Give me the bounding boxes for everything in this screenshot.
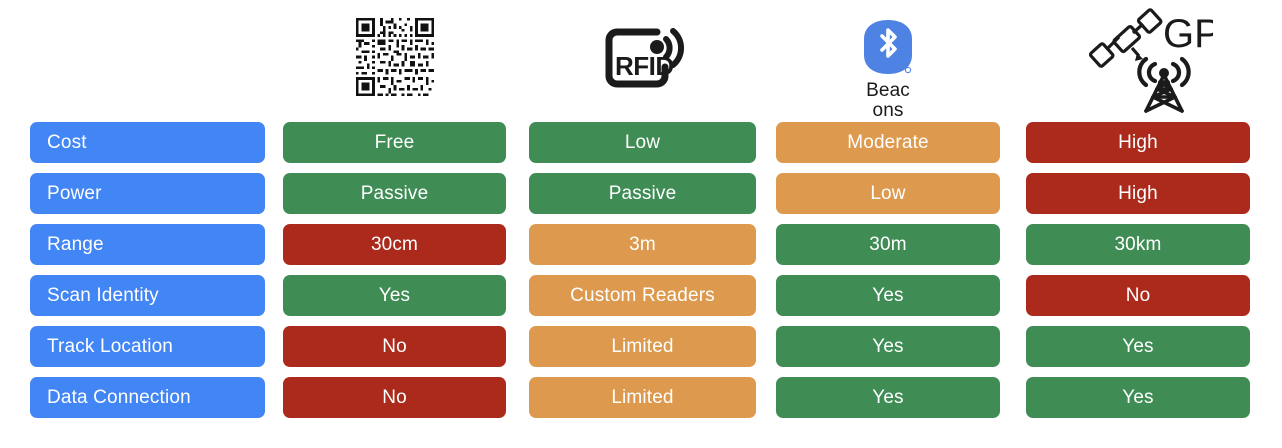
table-cell-green: Free (283, 122, 506, 163)
table-row: Data Connection No Limited Yes Yes (0, 377, 1282, 418)
table-row: Scan Identity Yes Custom Readers Yes No (0, 275, 1282, 316)
rfid-tag-icon: RFID (597, 19, 689, 104)
table-cell-green: Yes (776, 377, 1000, 418)
row-label-cell: Range (30, 224, 265, 265)
table-cell-green: Yes (283, 275, 506, 316)
table-cell-green: Yes (1026, 326, 1250, 367)
gps-satellite-tower-icon: GPS (1063, 5, 1247, 118)
table-row: Cost Free Low Moderate High (0, 122, 1282, 163)
table-cell-green: Passive (529, 173, 756, 214)
table-cell-orange: Limited (529, 377, 756, 418)
table-cell-orange: Custom Readers (529, 275, 756, 316)
table-row: Power Passive Passive Low High (0, 173, 1282, 214)
bluetooth-icon (861, 18, 915, 81)
svg-text:GPS: GPS (1163, 12, 1213, 56)
row-label-cell: Cost (30, 122, 265, 163)
table-cell-red: High (1026, 122, 1250, 163)
column-header-gps: GPS (1026, 0, 1250, 118)
table-cell-green: Yes (1026, 377, 1250, 418)
table-row: Track Location No Limited Yes Yes (0, 326, 1282, 367)
table-cell-green: 30m (776, 224, 1000, 265)
row-label-cell: Power (30, 173, 265, 214)
row-label-cell: Scan Identity (30, 275, 265, 316)
table-cell-orange: Moderate (776, 122, 1000, 163)
table-cell-orange: 3m (529, 224, 756, 265)
table-cell-red: No (283, 377, 506, 418)
table-header-row: RFID Beacons (0, 0, 1282, 121)
table-cell-orange: Limited (529, 326, 756, 367)
table-cell-green: 30km (1026, 224, 1250, 265)
table-cell-green: Yes (776, 326, 1000, 367)
qr-code-icon (355, 17, 434, 102)
table-cell-orange: Low (776, 173, 1000, 214)
column-header-beacons: Beacons (776, 0, 1000, 121)
table-cell-red: No (1026, 275, 1250, 316)
column-header-rfid: RFID (529, 0, 756, 118)
table-row: Range 30cm 3m 30m 30km (0, 224, 1282, 265)
row-label-cell: Data Connection (30, 377, 265, 418)
row-label-cell: Track Location (30, 326, 265, 367)
table-cell-red: No (283, 326, 506, 367)
column-header-label-beacons: Beacons (866, 80, 910, 121)
table-cell-green: Low (529, 122, 756, 163)
table-cell-green: Passive (283, 173, 506, 214)
table-cell-red: 30cm (283, 224, 506, 265)
column-header-qr-code (283, 0, 506, 118)
table-cell-green: Yes (776, 275, 1000, 316)
table-cell-red: High (1026, 173, 1250, 214)
